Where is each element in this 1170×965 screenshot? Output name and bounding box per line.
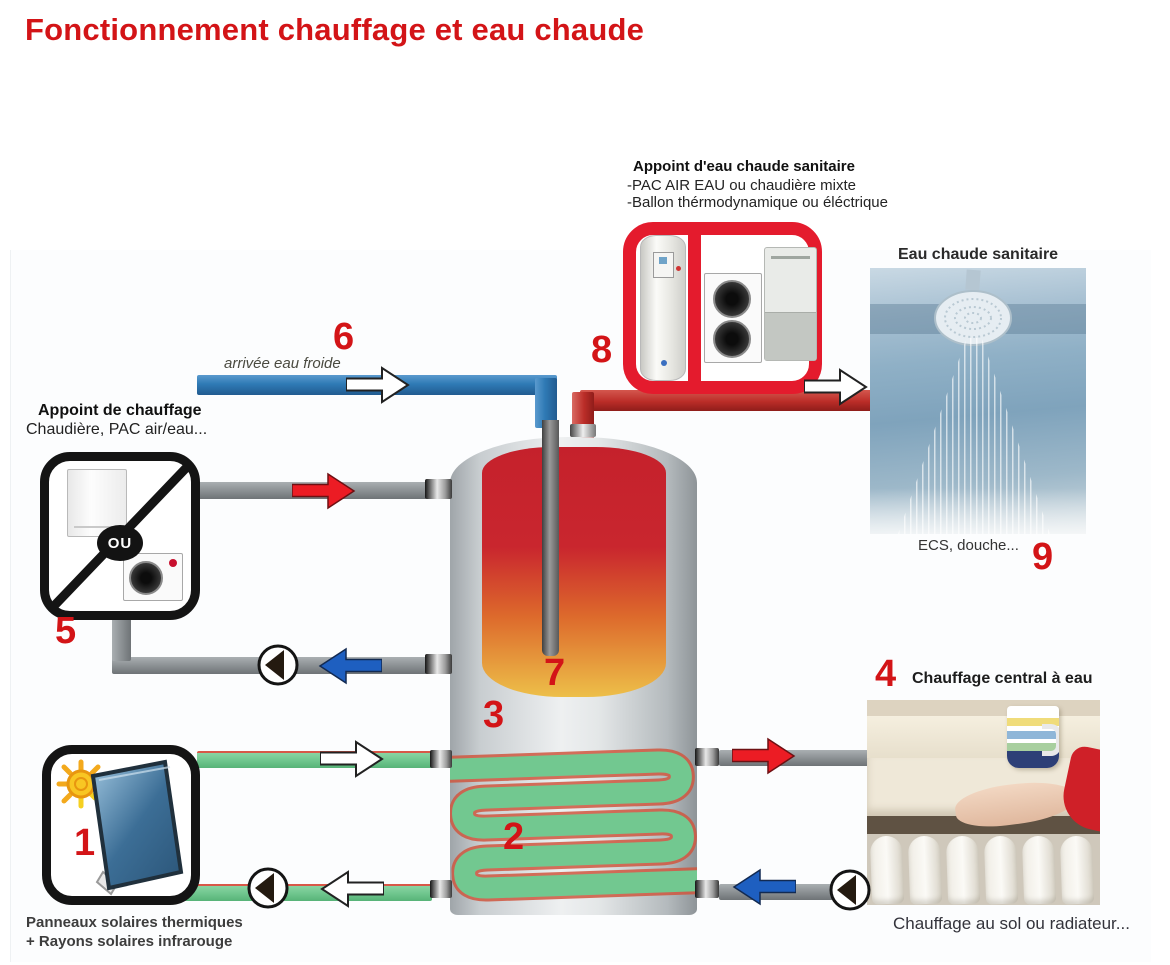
water-heater-blue-dot bbox=[661, 360, 667, 366]
cold-water-label: arrivée eau froide bbox=[224, 355, 341, 372]
tank-stub-heat-bottom bbox=[695, 880, 719, 898]
tank-hot-water-zone bbox=[482, 447, 666, 697]
solar-panel-box bbox=[42, 745, 200, 905]
tank-stub-heat-top bbox=[695, 748, 719, 766]
marker-2: 2 bbox=[503, 816, 525, 858]
boiler-return-pipe-drop bbox=[112, 616, 131, 661]
pump-icon-solar-loop bbox=[246, 866, 290, 910]
marker-7: 7 bbox=[544, 652, 566, 694]
flow-arrow-boiler-return bbox=[318, 647, 382, 685]
flow-arrow-cold-in bbox=[346, 366, 410, 404]
radiator-fin bbox=[945, 835, 981, 905]
cold-water-pipe-drop bbox=[535, 378, 557, 428]
marker-9: 9 bbox=[1032, 536, 1054, 578]
water-mist bbox=[870, 488, 1086, 534]
solar-label-line1: Panneaux solaires thermiques bbox=[26, 914, 243, 931]
marker-6: 6 bbox=[333, 316, 355, 358]
dhw-backup-box bbox=[623, 222, 822, 394]
dhw-label: Eau chaude sanitaire bbox=[898, 246, 1059, 263]
heat-pump-indoor-unit-image bbox=[764, 247, 817, 361]
marker-8: 8 bbox=[591, 329, 613, 371]
fan-icon bbox=[713, 320, 751, 358]
solar-supply-pipe bbox=[197, 751, 433, 768]
marker-5: 5 bbox=[55, 610, 77, 652]
water-heater-control-panel bbox=[653, 252, 674, 278]
dhw-backup-box-divider bbox=[688, 231, 701, 385]
water-heater-red-dot bbox=[676, 266, 681, 271]
pump-icon-heating-loop bbox=[828, 868, 872, 912]
appoint-ecs-line1: -PAC AIR EAU ou chaudière mixte bbox=[627, 177, 856, 194]
floor-heating-label: Chauffage au sol ou radiateur... bbox=[893, 914, 1130, 933]
marker-4: 4 bbox=[875, 653, 897, 695]
backup-outdoor-unit-image bbox=[123, 553, 183, 601]
central-heating-label: Chauffage central à eau bbox=[912, 670, 1093, 687]
tank-stub-top-left bbox=[425, 479, 452, 499]
pipe-collar bbox=[570, 424, 596, 437]
tank-dip-tube bbox=[542, 420, 559, 656]
hot-water-pipe bbox=[580, 390, 872, 411]
radiator-fin bbox=[1059, 835, 1095, 905]
radiator-body bbox=[867, 834, 1100, 905]
thermodynamic-water-heater-image bbox=[640, 235, 686, 381]
page-title: Fonctionnement chauffage et eau chaude bbox=[25, 12, 645, 47]
ou-badge: OU bbox=[97, 525, 143, 561]
tank-stub-solar-bottom bbox=[430, 880, 452, 898]
heating-backup-title: Appoint de chauffage bbox=[38, 402, 202, 419]
tank-stub-mid-left bbox=[425, 654, 452, 674]
heating-backup-box: OU bbox=[40, 452, 200, 620]
flow-arrow-boiler-supply bbox=[292, 472, 356, 510]
radiator-fin bbox=[869, 835, 905, 905]
shower-head-icon bbox=[934, 269, 1012, 346]
marker-1: 1 bbox=[74, 822, 96, 864]
flow-arrow-heating-return bbox=[732, 868, 796, 906]
brand-logo-dot bbox=[169, 559, 177, 567]
solar-coil bbox=[450, 748, 697, 902]
pump-icon-boiler-loop bbox=[256, 643, 300, 687]
radiator-fin bbox=[983, 835, 1019, 905]
solar-label-line2: + Rayons solaires infrarouge bbox=[26, 933, 233, 950]
storage-tank bbox=[450, 437, 697, 915]
marker-3: 3 bbox=[483, 694, 505, 736]
windowsill-top bbox=[867, 716, 1100, 759]
flow-arrow-solar-supply bbox=[320, 740, 384, 778]
shower-photo bbox=[870, 268, 1086, 534]
radiator-fin bbox=[1021, 835, 1057, 905]
appoint-ecs-title: Appoint d'eau chaude sanitaire bbox=[633, 158, 855, 175]
tank-stub-solar-top bbox=[430, 750, 452, 768]
mug bbox=[1007, 706, 1059, 768]
radiator-fin bbox=[907, 835, 943, 905]
flow-arrow-heating-supply bbox=[732, 737, 796, 775]
ecs-douche-label: ECS, douche... bbox=[918, 537, 1019, 554]
flow-arrow-hot-out bbox=[804, 368, 868, 406]
solar-panel-image bbox=[56, 759, 184, 896]
fan-icon bbox=[713, 280, 751, 318]
appoint-ecs-line2: -Ballon thérmodynamique ou éléctrique bbox=[627, 194, 888, 211]
flow-arrow-solar-return bbox=[320, 870, 384, 908]
heat-pump-outdoor-unit-image bbox=[704, 273, 762, 363]
radiator-photo bbox=[867, 700, 1100, 905]
heating-backup-subtitle: Chaudière, PAC air/eau... bbox=[26, 421, 208, 438]
fan-icon bbox=[129, 561, 163, 595]
